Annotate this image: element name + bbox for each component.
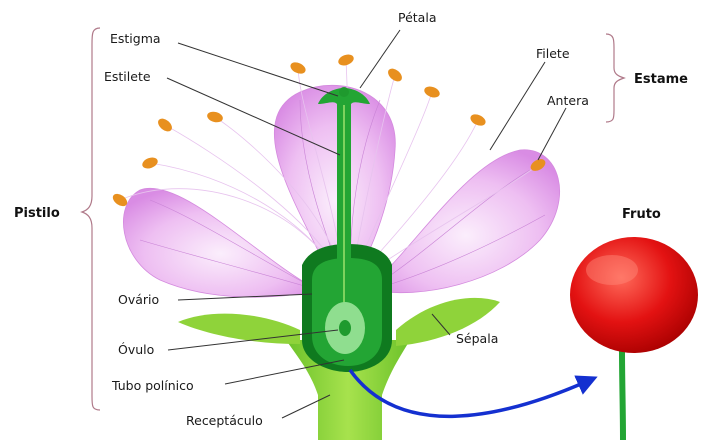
fruit-stem [622, 350, 623, 440]
fruit [570, 237, 698, 353]
label-estilete: Estilete [104, 69, 151, 84]
label-antera: Antera [547, 93, 589, 108]
leader-filete [490, 62, 545, 150]
label-receptaculo: Receptáculo [186, 413, 263, 428]
leader-antera [538, 108, 566, 160]
leader-estigma [178, 43, 338, 96]
label-petala: Pétala [398, 10, 436, 25]
fruit-group [570, 237, 698, 440]
label-estame: Estame [634, 72, 688, 87]
petal-left [123, 188, 318, 297]
label-ovario: Ovário [118, 292, 159, 307]
sepal-left [178, 314, 300, 344]
label-tubo-polinico: Tubo polínico [111, 378, 194, 393]
pistilo-bracket [82, 28, 100, 410]
label-pistilo: Pistilo [14, 206, 60, 221]
stigma-tip [339, 87, 349, 97]
label-ovulo: Óvulo [118, 342, 154, 357]
anther [386, 66, 405, 84]
anther [423, 85, 441, 100]
label-filete: Filete [536, 46, 570, 61]
label-sepala: Sépala [456, 331, 498, 346]
petal-right [372, 150, 560, 293]
anther [206, 110, 224, 124]
label-fruto: Fruto [622, 207, 661, 222]
label-estigma: Estigma [110, 31, 161, 46]
ovule-core [339, 320, 351, 336]
anther [469, 112, 488, 128]
estame-bracket [606, 34, 624, 122]
fruit-highlight [586, 255, 638, 285]
anther [141, 156, 159, 171]
anther [289, 60, 308, 76]
anther [156, 116, 175, 134]
